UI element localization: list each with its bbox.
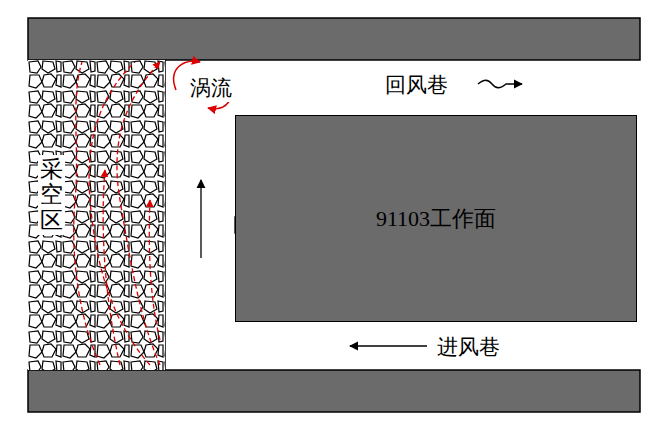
face-airflow-arrow	[200, 180, 201, 258]
intake-airway-label: 进风巷	[435, 333, 502, 361]
rock-roof	[28, 18, 640, 60]
face-label: 91103工作面	[376, 204, 496, 234]
working-face: 91103工作面	[235, 115, 637, 322]
goaf-region: 采空区	[28, 60, 165, 370]
return-airway-label: 回风巷	[383, 71, 450, 99]
intake-air-arrow	[350, 345, 427, 346]
eddy-label: 涡流	[188, 74, 234, 102]
region-label: 采空区	[38, 155, 65, 235]
return-air-arrow	[478, 80, 522, 88]
leak-flow-lines	[74, 62, 160, 365]
rock-floor	[28, 370, 640, 412]
